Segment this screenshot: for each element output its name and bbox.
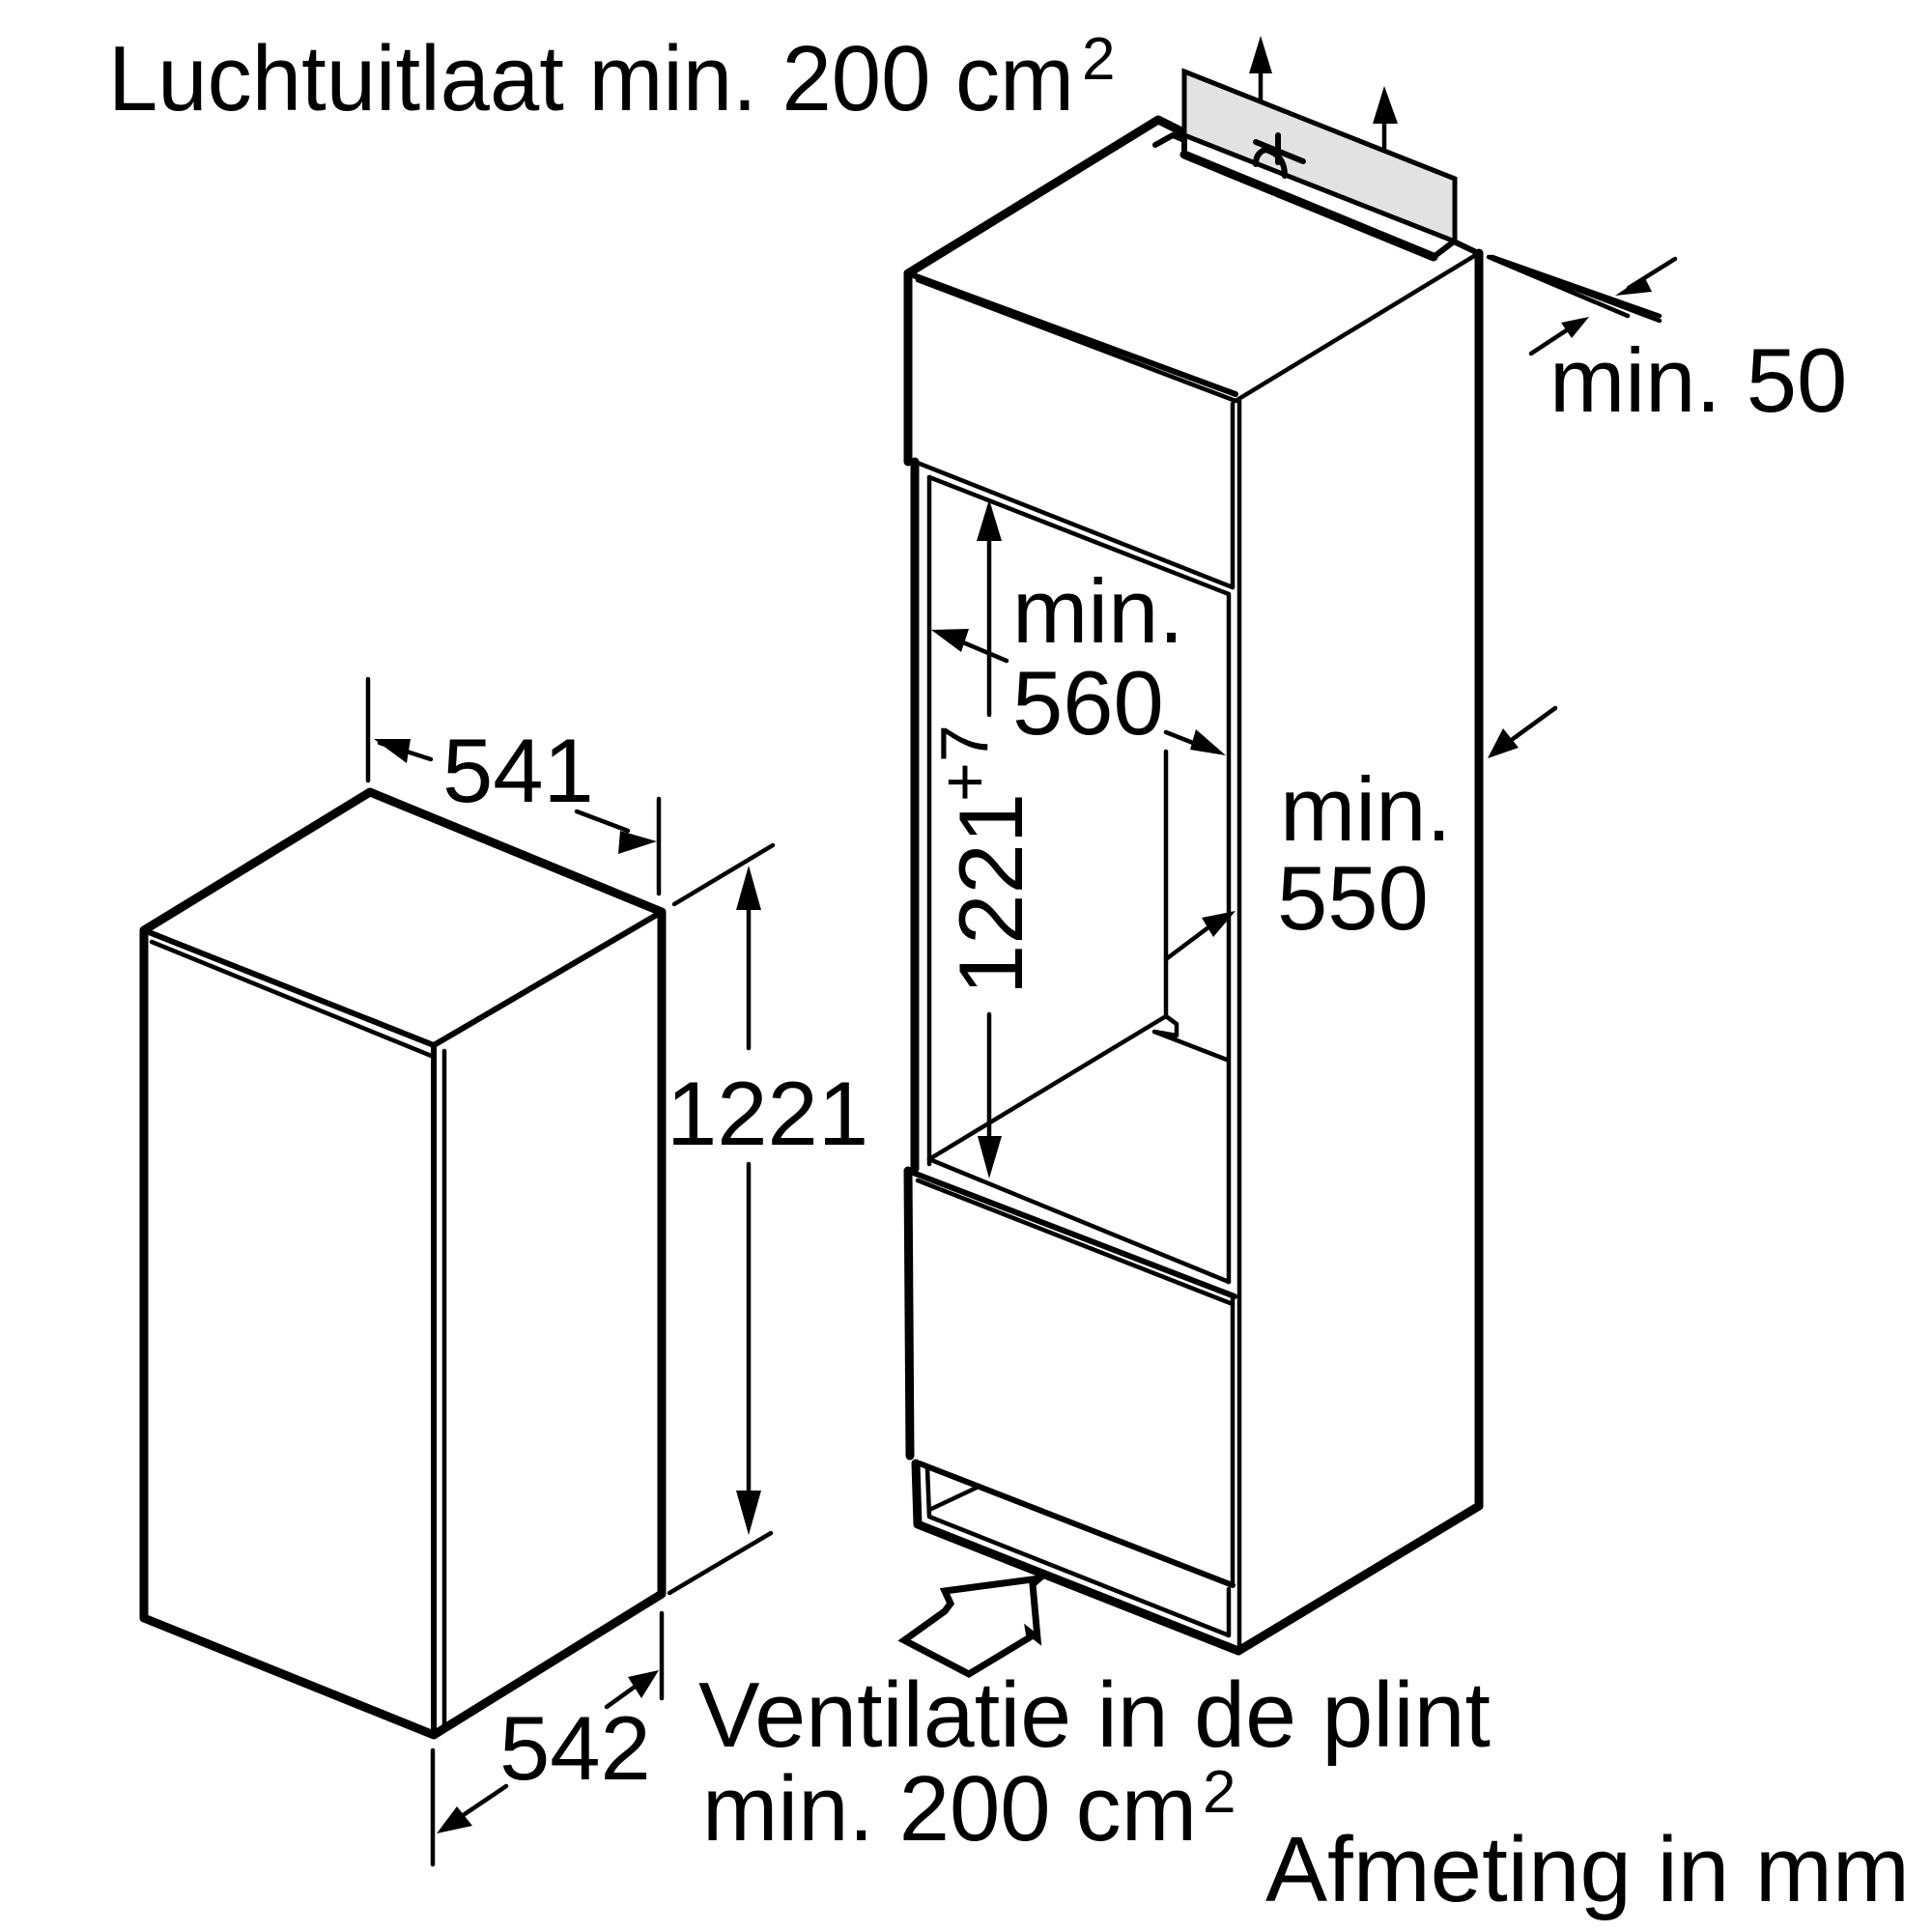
wall-line — [1490, 254, 1662, 319]
lower-door-top-inner — [915, 1178, 1236, 1307]
air-outlet-superscript: 2 — [1082, 26, 1115, 93]
dimension-line — [1163, 922, 1215, 962]
arrow-right-icon — [1561, 317, 1589, 338]
dimension-line — [459, 1783, 509, 1819]
niche-height-label: 1221 — [940, 793, 1041, 995]
dimension-line — [1510, 705, 1558, 742]
air-outlet-label: Luchtuitlaat min. 200 cm 2 — [108, 26, 1115, 130]
niche-width-label-line1: min. — [1012, 560, 1184, 662]
arrow-up-icon — [1373, 86, 1398, 124]
lower-door-left-edge — [903, 1166, 915, 1461]
arrow-left-icon — [1488, 728, 1519, 758]
units-note: Afmeting in mm — [1265, 1818, 1910, 1921]
appliance-door-edge — [149, 939, 437, 1060]
arrow-left-icon — [1615, 276, 1652, 296]
arrow-right-icon — [1190, 729, 1226, 755]
vent-grille-panel — [1181, 68, 1458, 245]
width-label: 541 — [442, 720, 594, 821]
appliance-front-top-edge — [141, 927, 437, 1048]
dimension-line — [604, 1682, 640, 1710]
arrow-left-icon — [931, 629, 969, 652]
appliance-box — [139, 787, 667, 1740]
appliance-height-dimension: 1221 — [667, 842, 868, 1596]
plinth-ventilation-line2: min. 200 cm — [702, 1757, 1197, 1861]
arrow-up-icon — [736, 866, 761, 910]
lower-door-top-edge — [905, 1168, 1237, 1299]
height-label: 1221 — [667, 1063, 868, 1164]
arrow-right-icon — [618, 831, 657, 854]
niche-cabinet — [903, 115, 1484, 1656]
niche-width-label-line2: 560 — [1012, 652, 1164, 753]
plinth-depth-line — [926, 1484, 981, 1513]
appliance-top-side-edge — [431, 909, 665, 1048]
plinth-ventilation-line1: Ventilatie in de plint — [698, 1663, 1491, 1767]
vent-slot-front — [1179, 150, 1438, 262]
arrow-left-icon — [374, 739, 411, 763]
niche-floor-back — [926, 1013, 1169, 1162]
cabinet-top-front-edge-outer — [905, 270, 1238, 397]
cabinet-bottom-side-edge — [1234, 1501, 1484, 1656]
rear-gap-label: min. 50 — [1549, 329, 1847, 431]
arrow-left-icon — [437, 1806, 472, 1833]
niche-width-dimension: min. 560 — [931, 560, 1226, 755]
rear-gap-dimension: min. 50 — [1486, 254, 1847, 431]
dimension-line — [1528, 327, 1571, 356]
cabinet-top-edge — [903, 115, 1188, 278]
extension-line — [671, 842, 776, 907]
appliance-depth-dimension: 542 — [430, 1610, 665, 1867]
niche-depth-label-line2: 550 — [1277, 847, 1429, 949]
plinth-inner — [924, 1465, 1232, 1638]
cabinet-top-front-edge — [915, 277, 1238, 404]
arrow-right-icon — [1202, 911, 1236, 937]
appliance-outline — [139, 787, 667, 1740]
depth-label: 542 — [499, 1697, 651, 1799]
niche-depth-label-line1: min. — [1280, 758, 1452, 860]
extension-line — [667, 1530, 774, 1596]
arrow-down-icon — [736, 1491, 761, 1535]
arrow-right-icon — [628, 1670, 659, 1698]
cabinet-top-side-edge — [1233, 250, 1482, 404]
arrow-down-icon — [978, 1136, 1002, 1179]
hollow-arrow-icon — [897, 1573, 1051, 1679]
appliance-width-dimension: 541 — [365, 676, 662, 896]
dimension-line — [574, 809, 631, 834]
niche-floor-corner — [1151, 1013, 1230, 1063]
plinth-ventilation-superscript: 2 — [1203, 1759, 1236, 1826]
niche-inner-frame — [926, 474, 1232, 1285]
fan-icon — [1253, 132, 1306, 179]
plinth-ventilation-label: Ventilatie in de plint min. 200 cm 2 — [698, 1663, 1491, 1861]
top-vent-grille — [1152, 36, 1481, 262]
arrow-up-icon — [977, 499, 1002, 541]
niche-depth-dimension: min. 550 — [1163, 705, 1558, 962]
air-outlet-text: Luchtuitlaat min. 200 cm — [108, 27, 1074, 130]
lower-door-bottom-edge — [917, 1461, 1236, 1588]
niche-height-tolerance: +7 — [926, 724, 1002, 802]
arrow-up-icon — [1249, 36, 1272, 73]
niche-top-outer — [912, 459, 1236, 590]
niche-height-dimension: 1221 +7 — [926, 499, 1041, 1179]
niche-floor-front — [926, 1156, 1232, 1285]
plinth-outline — [911, 1459, 1243, 1656]
